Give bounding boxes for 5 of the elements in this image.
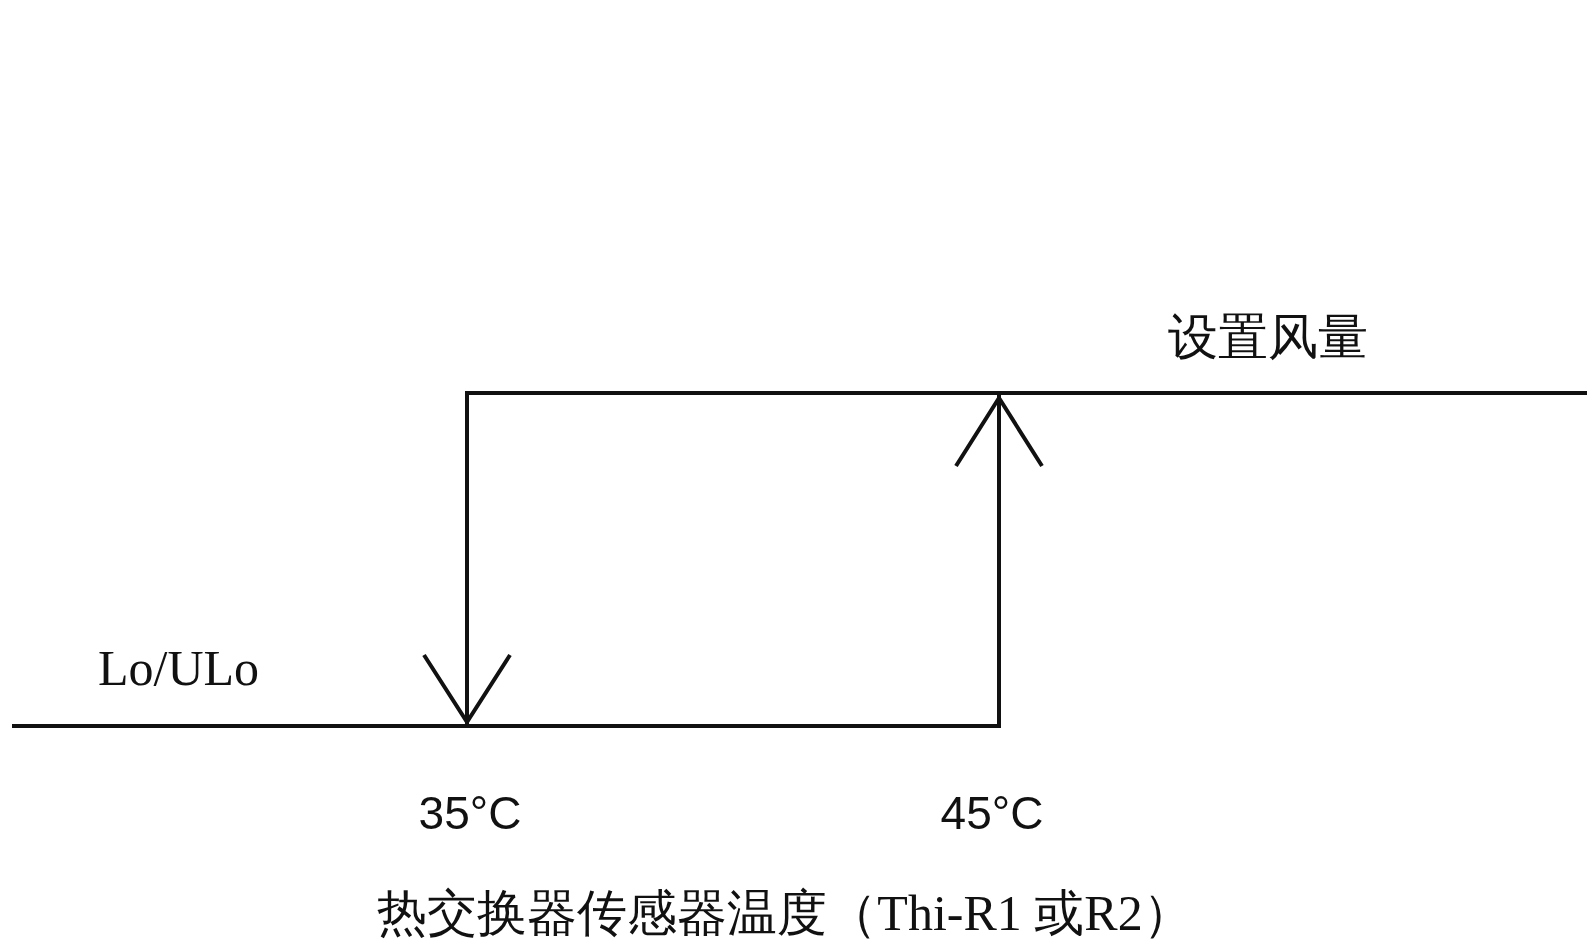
fan-setting-label: 设置风量: [1168, 312, 1368, 362]
axis-label: 热交换器传感器温度（Thi-R1 或R2）: [377, 888, 1193, 938]
fan-level-label: Lo/ULo: [98, 643, 260, 693]
temperature-value: 35°C: [418, 790, 522, 836]
temperature-value: 45°C: [940, 790, 1044, 836]
